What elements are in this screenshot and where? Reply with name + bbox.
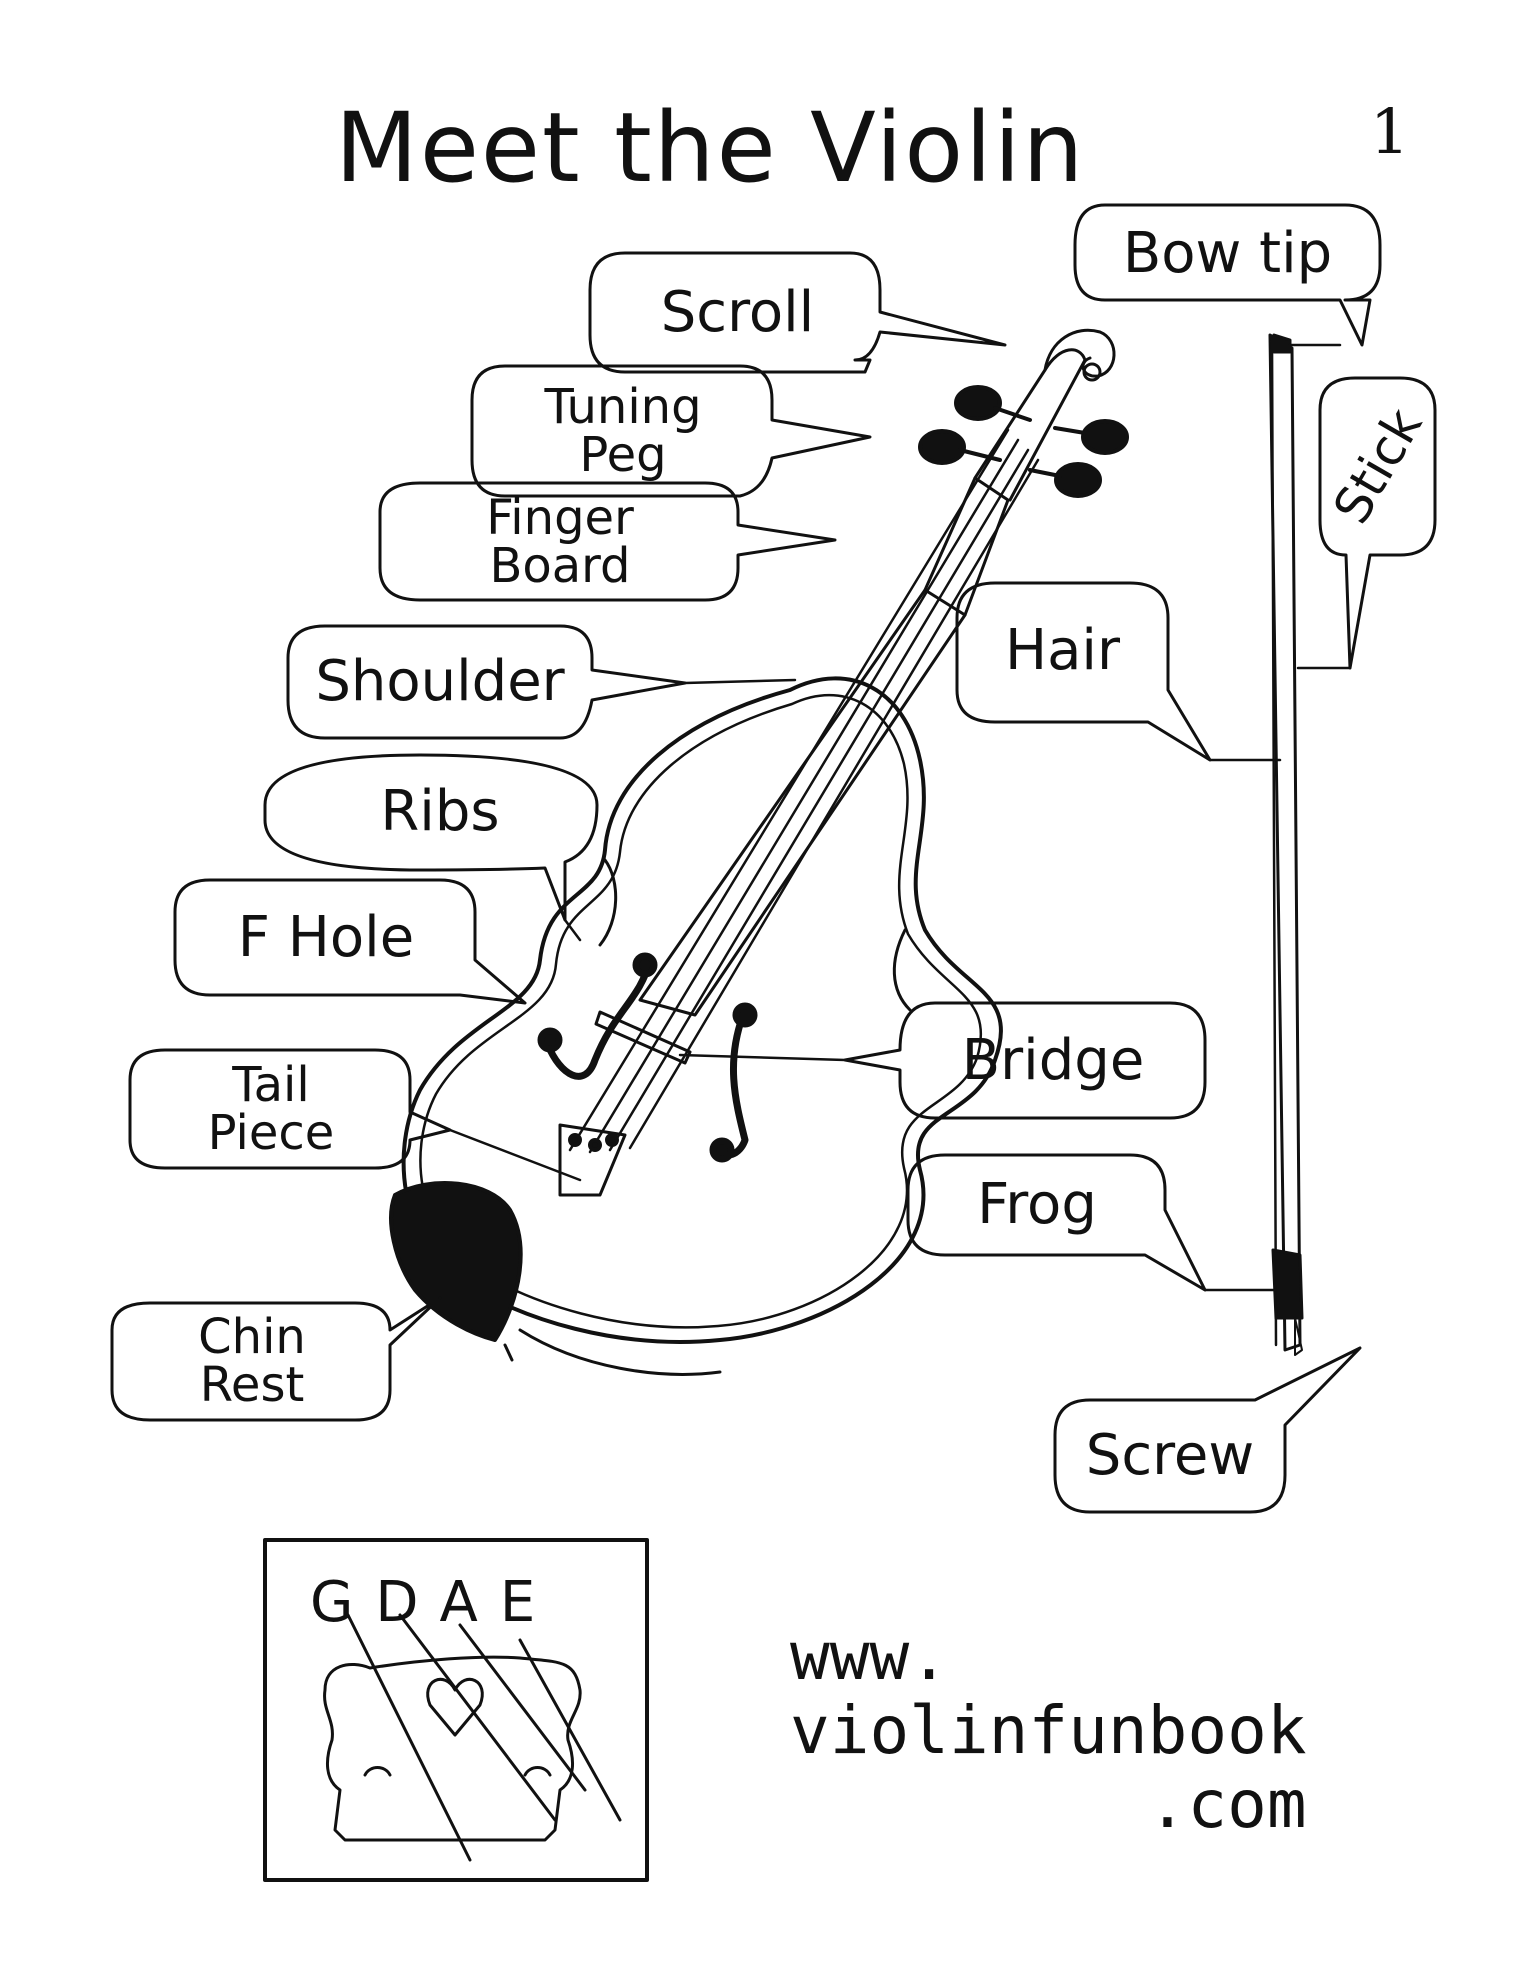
strings-letters: GDAE [310, 1570, 558, 1635]
label-bridge-text: Bridge [961, 1028, 1145, 1093]
website-line3: .com [1147, 1765, 1307, 1843]
label-tuning-peg-line2: Peg [579, 427, 667, 483]
frog-bubble [906, 1153, 1207, 1292]
violin-body-outline [401, 676, 1003, 1376]
page-title: Meet the Violin [335, 92, 1086, 204]
label-screw: Screw [1058, 1404, 1282, 1508]
leader-lines [438, 343, 1352, 1300]
label-ribs: Ribs [300, 758, 580, 866]
label-frog-text: Frog [977, 1172, 1097, 1237]
label-scroll-text: Scroll [660, 280, 815, 345]
stick-bubble [1318, 376, 1437, 670]
label-ribs-text: Ribs [380, 779, 500, 844]
label-f-hole: F Hole [180, 884, 472, 992]
label-hair-text: Hair [1004, 618, 1120, 683]
screw-bubble [1053, 1346, 1362, 1514]
label-f-hole-text: F Hole [237, 905, 415, 970]
label-chin-rest-line2: Rest [199, 1357, 305, 1413]
strings-inset [263, 1538, 649, 1882]
f-hole-bubble [173, 878, 527, 1005]
label-screw-text: Screw [1085, 1423, 1255, 1488]
page-number: 1 [1370, 95, 1410, 168]
label-hair: Hair [960, 586, 1165, 716]
label-finger-board-line2: Board [489, 538, 631, 594]
label-tuning-peg: Tuning Peg [478, 372, 768, 490]
finger-board-bubble [378, 481, 837, 602]
tuning-pegs [918, 385, 1129, 498]
label-shoulder: Shoulder [292, 630, 588, 734]
scroll-bubble [588, 251, 1007, 374]
label-shoulder-text: Shoulder [315, 649, 565, 714]
label-stick: Stick [1322, 380, 1434, 552]
label-tail-piece-line1: Tail [232, 1057, 310, 1113]
website-line2: violinfunbook [790, 1691, 1307, 1769]
chin-rest-shape [389, 1181, 523, 1342]
label-tail-piece: Tail Piece [135, 1054, 407, 1164]
website-line1: www. [790, 1618, 949, 1695]
label-chin-rest: Chin Rest [116, 1306, 388, 1416]
label-bridge: Bridge [905, 1007, 1201, 1115]
label-scroll: Scroll [595, 258, 880, 368]
label-finger-board: Finger Board [385, 486, 735, 598]
label-tail-piece-line2: Piece [207, 1105, 335, 1161]
scroll-and-pegbox [973, 328, 1116, 502]
label-bow-tip: Bow tip [1080, 210, 1375, 298]
ribs-bubble [263, 753, 599, 922]
label-bow-tip-text: Bow tip [1122, 221, 1333, 286]
label-frog: Frog [912, 1158, 1162, 1252]
label-stick-text: Stick [1322, 398, 1434, 534]
tail-piece-bubble [128, 1048, 452, 1170]
label-chin-rest-line1: Chin [198, 1309, 306, 1365]
violin-bridge-shape [594, 1010, 692, 1065]
hair-bubble [955, 581, 1212, 762]
chin-rest-bubble [110, 1296, 442, 1422]
f-holes [537, 952, 758, 1163]
callout-bubbles [110, 203, 1437, 1514]
shoulder-bubble [286, 624, 687, 740]
label-tuning-peg-line1: Tuning [544, 379, 702, 435]
bow-tip-bubble [1073, 203, 1382, 347]
bridge-bubble [843, 1001, 1207, 1120]
label-finger-board-line1: Finger [486, 490, 634, 546]
violin-bow [1268, 333, 1304, 1356]
website-url: www. violinfunbook .com [790, 1620, 1307, 1842]
tuning-peg-bubble [470, 364, 872, 498]
